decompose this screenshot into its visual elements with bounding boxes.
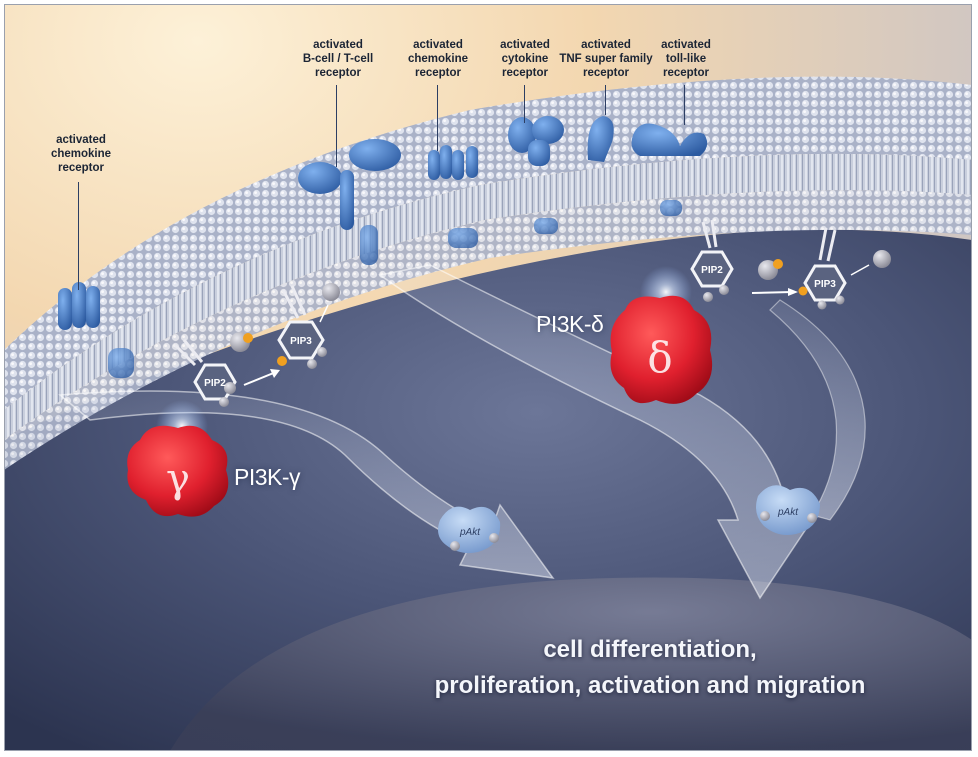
receptor-label-chemokine-left: activated chemokine receptor [50,134,112,174]
cytokine-receptor [508,116,564,234]
pip3-label-left: PIP3 [290,336,312,347]
release-arrow-right [850,264,870,276]
pip2-molecule-right [690,219,734,302]
pip3-molecule-left [277,285,327,369]
leader-line-tnf [605,85,606,115]
receptor-label-cytokine: activated cytokine receptor [500,39,550,79]
atp-right [758,260,778,280]
atp-phosphate-right [773,259,783,269]
conversion-arrow-right [751,291,793,294]
membrane-outer-leaflet [4,76,972,411]
receptor-label-bcell-tcell: activated B-cell / T-cell receptor [302,39,374,79]
conversion-arrowhead-left [270,369,280,378]
signal-arrow-left [58,390,555,579]
pi3k-delta-label: PI3K-δ [536,311,604,337]
pi3k-gamma-label: PI3K-γ [234,464,301,490]
toll-like-receptor [631,123,708,216]
pi3k-gamma-enzyme [127,425,229,517]
pi3k-delta-enzyme [610,295,713,404]
bcell-tcell-receptor [298,139,401,265]
pi3k-delta-glyph: δ [647,333,672,382]
atp-phosphate-left [243,333,253,343]
leader-line-chemokine-middle [437,85,438,151]
receptor-label-tnf: activated TNF super family receptor [559,39,653,79]
pakt-left [438,506,501,554]
pip3-molecule-right [798,227,847,310]
pip2-label-right: PIP2 [701,265,723,276]
pip2-label-left: PIP2 [204,378,226,389]
signal-arrow-right [378,264,814,600]
signal-arrow-right-tail [769,299,866,521]
pakt-label-right: pAkt [777,507,799,518]
receptor-label-chemokine-middle: activated chemokine receptor [407,39,469,79]
pakt-right [756,485,820,535]
released-phosphate-left [322,283,340,301]
released-phosphate-right [873,250,891,268]
tnf-superfamily-receptor [587,116,614,162]
conversion-arrowhead-right [788,288,798,296]
release-arrow-left [319,304,329,323]
leader-line-chemokine-left [78,182,79,290]
leader-line-cytokine [524,85,525,123]
pip2-molecule-left [173,339,237,407]
pakt-label-left: pAkt [459,527,481,538]
pip3-label-right: PIP3 [814,279,836,290]
conversion-arrow-left [243,371,277,386]
membrane-tails [4,153,972,440]
pi3k-gamma-glyph: γ [166,456,190,502]
chemokine-receptor-middle [428,145,478,248]
leader-line-bcell [336,85,337,167]
leader-line-toll [684,85,685,125]
chemokine-receptor-left [58,282,134,378]
receptor-label-toll-like: activated toll-like receptor [661,39,711,79]
nucleus [170,577,972,751]
membrane-inner-leaflet [4,190,972,471]
outcome-text: cell differentiation, proliferation, act… [434,636,866,699]
